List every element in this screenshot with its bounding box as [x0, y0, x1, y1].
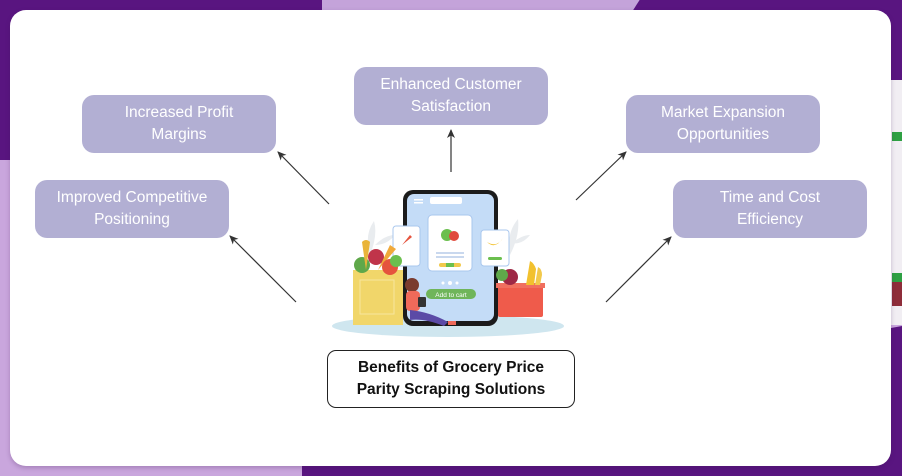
peek-tag [892, 273, 902, 282]
benefit-text-line: Opportunities [676, 126, 770, 143]
benefit-text-line: Efficiency [736, 211, 804, 228]
title-line: Parity Scraping Solutions [356, 381, 546, 398]
svg-text:Add to cart: Add to cart [435, 292, 467, 299]
background-strip-bottom [305, 466, 902, 476]
leaf-decoration-icon [367, 221, 395, 255]
diagram-title: Benefits of Grocery Price Parity Scrapin… [327, 350, 575, 408]
benefit-text-line: Positioning [94, 211, 170, 228]
benefit-text-line: Increased Profit [124, 104, 234, 121]
peek-tag [892, 132, 902, 141]
carrot-icon [402, 235, 412, 245]
person-icon [405, 278, 419, 292]
benefit-text-line: Margins [151, 126, 207, 143]
basket-icon [498, 285, 543, 317]
benefit-text-line: Time and Cost [719, 189, 821, 206]
grocery-shopping-illustration: Add to cart [332, 190, 564, 337]
benefit-text-line: Enhanced Customer [380, 76, 522, 93]
background-page-peek [890, 80, 902, 325]
add-to-cart-button [426, 289, 476, 299]
grocery-bag-icon [353, 270, 403, 325]
benefit-text-line: Improved Competitive [56, 189, 208, 206]
leaf-decoration-icon [509, 219, 530, 255]
benefit-text-line: Market Expansion [660, 104, 786, 121]
peek-image [892, 282, 902, 306]
background-strip-top [322, 0, 652, 12]
benefit-text-line: Satisfaction [410, 98, 492, 115]
title-line: Benefits of Grocery Price [357, 359, 545, 376]
